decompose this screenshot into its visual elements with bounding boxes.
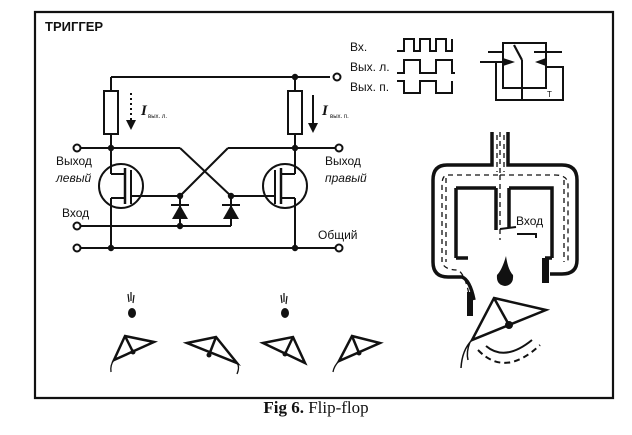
current-left-subscript: вых. л. bbox=[148, 114, 167, 120]
rocker-state-4 bbox=[332, 334, 384, 373]
diode-left bbox=[172, 205, 188, 219]
output-left-label: Выход bbox=[56, 154, 92, 168]
current-arrow-left bbox=[126, 93, 136, 130]
panel-title: ТРИГГЕР bbox=[45, 19, 103, 34]
output-right-label: Выход bbox=[325, 154, 361, 168]
common-left-terminal bbox=[72, 243, 82, 253]
output-left-sublabel: левый bbox=[55, 171, 92, 185]
rocker-state-2 bbox=[182, 335, 241, 375]
current-right-subscript: вых. п. bbox=[330, 114, 349, 120]
nozzle-right bbox=[542, 258, 549, 283]
resistor-left bbox=[103, 90, 119, 135]
current-right-symbol: I bbox=[321, 103, 329, 119]
falling-drop-1 bbox=[127, 292, 136, 318]
rocker-pivot bbox=[505, 321, 513, 329]
timing-label-out-left: Вых. л. bbox=[350, 60, 390, 74]
transistor-right bbox=[262, 163, 308, 209]
waveform-input bbox=[397, 38, 453, 52]
symbol-label: T bbox=[547, 90, 552, 99]
top-rail-terminal bbox=[332, 72, 342, 82]
rotation-arrow bbox=[477, 344, 541, 364]
resistor-right bbox=[287, 90, 303, 135]
panel-border bbox=[33, 10, 615, 400]
timing-label-input: Вх. bbox=[350, 40, 367, 54]
nozzle-left bbox=[467, 292, 473, 316]
spill-stream bbox=[460, 339, 473, 369]
rocker-triangle bbox=[469, 296, 551, 343]
waveform-out-right bbox=[397, 80, 453, 94]
common-right-terminal bbox=[334, 243, 344, 253]
caption-prefix: Fig 6. bbox=[263, 398, 304, 417]
timing-label-out-right: Вых. п. bbox=[350, 80, 389, 94]
input-terminal bbox=[72, 221, 82, 231]
timing-waveforms bbox=[397, 38, 455, 94]
output-left-terminal bbox=[72, 143, 82, 153]
transistor-left bbox=[98, 163, 144, 209]
trigger-circuit bbox=[72, 72, 344, 253]
falling-drop-2 bbox=[280, 293, 289, 318]
current-left-symbol: I bbox=[140, 103, 148, 119]
output-right-sublabel: правый bbox=[325, 171, 367, 185]
rocker-sequence bbox=[110, 334, 384, 375]
fluid-flow-dashes bbox=[441, 132, 569, 301]
symbol-arrow-left bbox=[535, 58, 546, 66]
fluidic-input-label: Вход bbox=[516, 214, 543, 228]
common-label: Общий bbox=[318, 228, 358, 242]
symbol-arrow-right bbox=[503, 58, 515, 66]
output-right-terminal bbox=[334, 143, 344, 153]
caption-text: Flip-flop bbox=[308, 398, 369, 417]
waveform-out-left bbox=[397, 59, 455, 74]
rocker-state-3 bbox=[259, 335, 308, 366]
fluid-droplet bbox=[496, 256, 514, 286]
input-label: Вход bbox=[62, 206, 89, 220]
diode-right bbox=[223, 205, 239, 219]
figure-caption: Fig 6. Flip-flop bbox=[0, 398, 632, 418]
current-arrow-right bbox=[308, 95, 318, 133]
fluid-input-jet bbox=[499, 226, 537, 238]
